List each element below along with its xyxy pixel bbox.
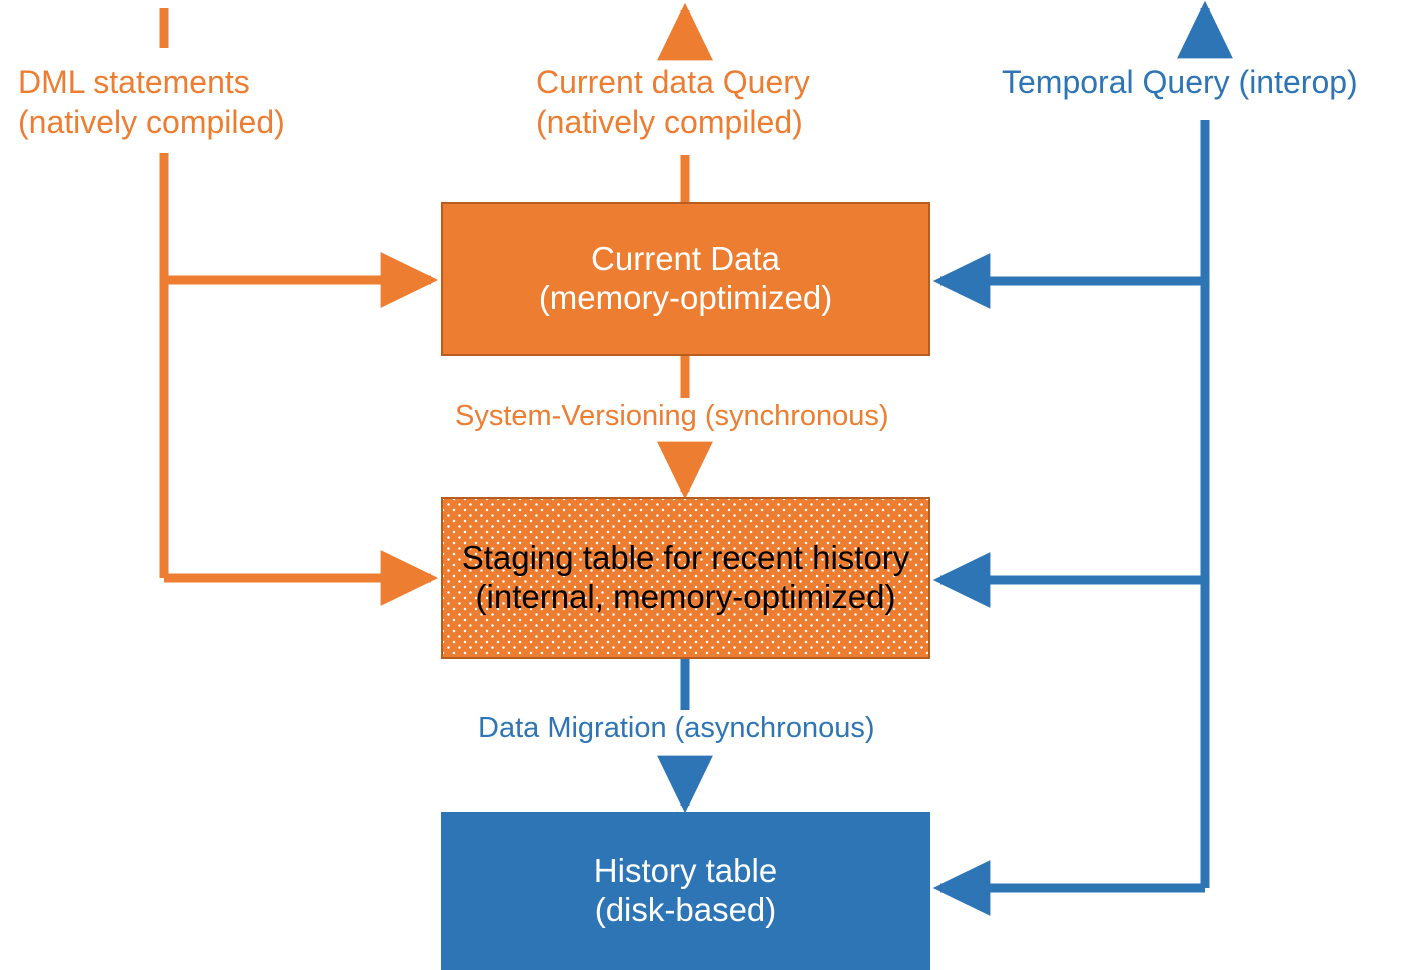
node-history-table[interactable]: History table (disk-based)	[441, 812, 930, 970]
label-data-migration: Data Migration (asynchronous)	[478, 712, 875, 744]
label-current-data-query: Current data Query (natively compiled)	[536, 64, 810, 140]
node-staging-table[interactable]: Staging table for recent history (intern…	[441, 497, 930, 659]
node-history-table-label: History table (disk-based)	[593, 852, 778, 928]
label-temporal-query: Temporal Query (interop)	[1002, 64, 1358, 100]
label-dml-statements: DML statements (natively compiled)	[18, 64, 285, 140]
node-current-data[interactable]: Current Data (memory-optimized)	[441, 202, 930, 356]
node-staging-table-label: Staging table for recent history (intern…	[461, 539, 910, 615]
label-system-versioning: System-Versioning (synchronous)	[455, 400, 889, 432]
node-current-data-label: Current Data (memory-optimized)	[538, 240, 833, 316]
